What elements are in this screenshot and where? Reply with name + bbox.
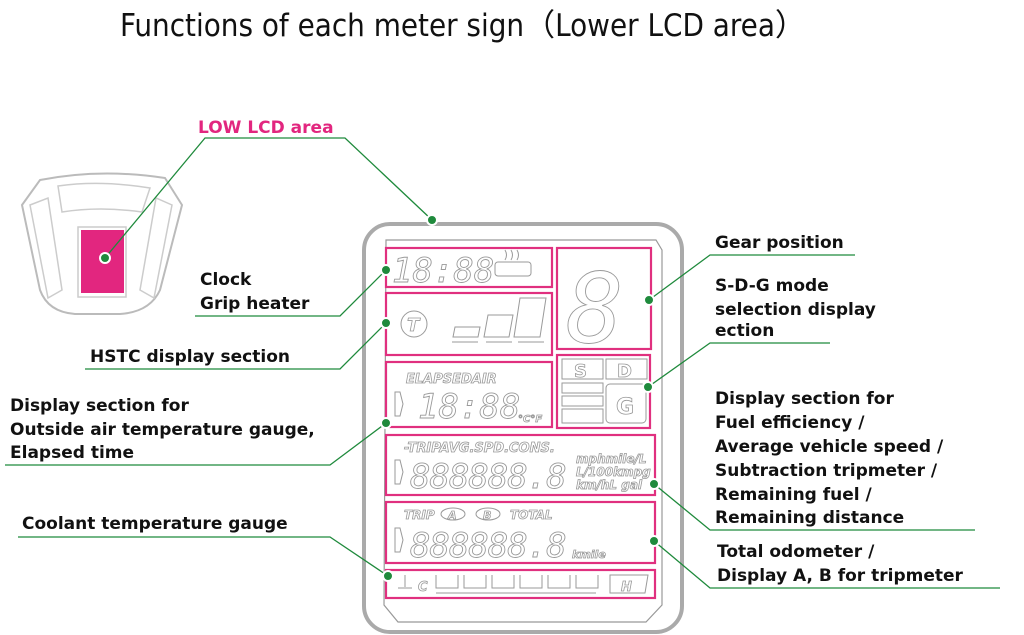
svg-text:kmile: kmile xyxy=(572,548,606,561)
svg-text:°C°F: °C°F xyxy=(518,414,542,425)
callout-fuel-5: Remaining fuel / xyxy=(715,485,873,505)
svg-text:TRIP: TRIP xyxy=(404,508,435,522)
mode-d: D xyxy=(617,361,632,382)
clock-digits: 18:88 xyxy=(392,251,494,291)
svg-text:C: C xyxy=(418,580,428,595)
svg-text:888888.8: 888888.8 xyxy=(410,457,566,497)
svg-text:ELAPSEDAIR: ELAPSEDAIR xyxy=(406,372,497,387)
callout-fuel-1: Display section for xyxy=(715,389,894,409)
gear-section: 8 xyxy=(566,253,625,366)
callout-low-lcd: LOW LCD area xyxy=(198,118,334,138)
hstc-letter: T xyxy=(407,315,421,336)
traction-control-icon xyxy=(400,310,428,338)
callout-clock: Clock xyxy=(200,270,252,290)
svg-text:L/100kmpg: L/100kmpg xyxy=(576,465,651,479)
callout-fuel-6: Remaining distance xyxy=(715,508,904,528)
callout-air-temp-1: Display section for xyxy=(10,396,189,416)
callout-air-temp-3: Elapsed time xyxy=(10,443,134,463)
callout-gear: Gear position xyxy=(715,233,844,253)
callout-odometer-1: Total odometer / xyxy=(717,542,875,562)
svg-text:888888.8: 888888.8 xyxy=(410,526,566,566)
coolant-icon xyxy=(398,575,412,589)
callout-odometer-2: Display A, B for tripmeter xyxy=(717,566,964,586)
callout-hstc: HSTC display section xyxy=(90,347,290,367)
svg-text:18:88: 18:88 xyxy=(418,387,520,427)
callout-air-temp-2: Outside air temperature gauge, xyxy=(10,420,315,440)
odometer-section: TRIP A B TOTAL 888888.8 kmile xyxy=(394,507,607,566)
callout-sdg-3: ection xyxy=(715,321,774,341)
callout-fuel-2: Fuel efficiency / xyxy=(715,413,865,433)
grip-heater-icon xyxy=(494,249,532,277)
sdg-section: S D G xyxy=(561,358,648,424)
callout-grip-heater: Grip heater xyxy=(200,294,310,314)
coolant-section: C H xyxy=(398,574,649,595)
svg-text:TOTAL: TOTAL xyxy=(510,508,553,522)
svg-text:B: B xyxy=(483,509,491,522)
callout-sdg-1: S-D-G mode xyxy=(715,276,829,296)
svg-text:H: H xyxy=(621,580,632,595)
svg-text:km/hL gal: km/hL gal xyxy=(576,478,643,492)
leader-lines xyxy=(5,137,1000,589)
callout-sdg-2: selection display xyxy=(715,300,876,320)
callout-fuel-4: Subtraction tripmeter / xyxy=(715,461,938,481)
mode-g: G xyxy=(616,395,634,420)
svg-text:mphmile/L: mphmile/L xyxy=(576,452,647,466)
hstc-section: T xyxy=(400,297,547,343)
page-title: Functions of each meter sign（Lower LCD a… xyxy=(120,8,806,44)
callout-fuel-3: Average vehicle speed / xyxy=(715,437,944,457)
fuel-section: -TRIPAVG.SPD.CONS. 888888.8 mphmile/L L/… xyxy=(394,441,652,497)
mode-s: S xyxy=(574,361,587,382)
svg-text:-TRIPAVG.SPD.CONS.: -TRIPAVG.SPD.CONS. xyxy=(404,441,555,456)
svg-text:A: A xyxy=(447,509,457,522)
gear-digit: 8 xyxy=(566,253,624,365)
clock-section: 18:88 xyxy=(392,249,532,291)
air-temp-section: ELAPSEDAIR 18:88 °C°F xyxy=(394,372,543,427)
callout-coolant: Coolant temperature gauge xyxy=(22,514,288,534)
